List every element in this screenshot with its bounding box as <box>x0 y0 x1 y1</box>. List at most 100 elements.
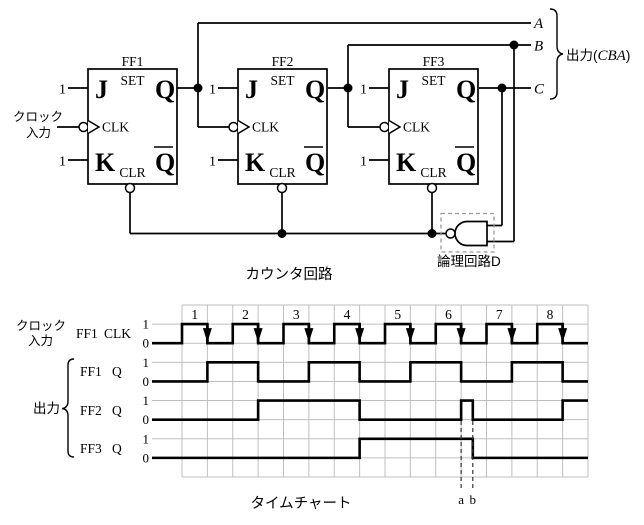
row0-signal-label: CLK <box>104 326 131 341</box>
ff3-clr-label: CLR <box>420 165 446 180</box>
flipflop-ff2: FF2 J SET Q CLK K CLR Q 1 1 <box>209 54 328 194</box>
ff2-k-input-value: 1 <box>209 155 216 170</box>
ff2-name: FF2 <box>272 54 294 69</box>
ff1-clr-label: CLR <box>119 165 145 180</box>
chart-clock-label-line2: 入力 <box>28 334 53 348</box>
ff2-clr-bubble-icon <box>276 182 288 194</box>
timing-grid <box>152 304 589 478</box>
ff2-clk-label: CLK <box>252 120 279 135</box>
nand-gate-logic-circuit-d: 論理回路D <box>437 212 501 269</box>
output-b-label: B <box>534 39 543 55</box>
level-0-label: 0 <box>143 450 150 465</box>
ff3-j-label: J <box>396 75 409 104</box>
output-group-label: 出力(CBA) <box>566 48 630 64</box>
ff1-clk-triangle-icon <box>87 119 101 135</box>
clock-pulse-number: 4 <box>344 307 351 322</box>
marker-a-label: a <box>458 492 464 507</box>
row2-signal-label: Q <box>112 403 122 418</box>
flipflop-ff3: FF3 J SET Q CLK K CLR Q 1 1 <box>360 54 479 194</box>
row0-ff-label: FF1 <box>76 326 98 341</box>
level-1-label: 1 <box>143 393 150 408</box>
clock-pulse-number: 6 <box>445 307 452 322</box>
level-1-label: 1 <box>143 355 150 370</box>
clock-pulse-number: 1 <box>191 307 198 322</box>
ff1-j-input-value: 1 <box>59 83 66 98</box>
circuit-clock-input-label: クロック 入力 <box>13 110 63 140</box>
ff2-j-label: J <box>245 75 258 104</box>
clock-pulse-number: 7 <box>496 307 503 322</box>
ff1-q-label: Q <box>155 75 175 104</box>
level-0-label: 0 <box>143 374 150 389</box>
ff3-k-label: K <box>396 148 417 177</box>
ff3-q-waveform <box>152 437 588 460</box>
ff1-clk-waveform <box>152 322 588 345</box>
ff3-clk-triangle-icon <box>388 119 402 135</box>
row3-ff-label: FF3 <box>80 441 102 456</box>
ff3-k-input-value: 1 <box>360 155 367 170</box>
ff1-clr-bubble-icon <box>124 182 136 194</box>
circuit-wires <box>57 22 531 243</box>
ff1-name: FF1 <box>122 54 144 69</box>
ff1-k-label: K <box>95 148 116 177</box>
ff1-k-input-value: 1 <box>59 155 66 170</box>
ff2-clr-label: CLR <box>269 165 295 180</box>
ff1-j-label: J <box>95 75 108 104</box>
level-1-label: 1 <box>143 317 150 332</box>
nand-gate-body-icon <box>454 220 488 247</box>
marker-b-label: b <box>470 492 477 507</box>
ff2-set-label: SET <box>270 73 295 88</box>
ff3-box <box>388 68 479 185</box>
logic-gate-dashed-outline <box>440 212 495 253</box>
row1-signal-label: Q <box>112 364 122 379</box>
chart-clock-label-line1: クロック <box>16 319 66 333</box>
ff2-k-label: K <box>245 148 266 177</box>
timing-chart-left-labels: クロック 入力 FF1 CLK FF1 Q FF2 Q FF3 Q 出力 <box>16 319 131 458</box>
clock-pulse-number: 3 <box>293 307 300 322</box>
ff1-q-waveform <box>152 361 588 383</box>
ff1-set-label: SET <box>120 73 145 88</box>
circuit-output-labels: A B C 出力(CBA) <box>533 8 630 100</box>
junction-dots <box>193 40 519 238</box>
ff3-clr-bubble-icon <box>426 182 438 194</box>
circuit-caption: カウンタ回路 <box>246 266 333 283</box>
clock-input-text-line2: 入力 <box>26 126 51 140</box>
row3-signal-label: Q <box>112 441 122 456</box>
level-1-label: 1 <box>143 431 150 446</box>
clock-pulse-number: 2 <box>242 307 249 322</box>
ff1-qbar-label: Q <box>155 148 175 177</box>
ff3-set-label: SET <box>421 73 446 88</box>
row2-ff-label: FF2 <box>80 403 102 418</box>
ff3-clk-label: CLK <box>403 120 430 135</box>
ff3-q-label: Q <box>456 75 476 104</box>
ff2-q-label: Q <box>305 75 325 104</box>
clock-input-text-line1: クロック <box>13 110 63 124</box>
ff2-j-input-value: 1 <box>209 83 216 98</box>
ff2-qbar-label: Q <box>305 148 325 177</box>
counter-circuit: FF1 J SET Q CLK K CLR Q 1 1 FF2 J SET Q … <box>13 8 630 283</box>
row1-ff-label: FF1 <box>80 364 102 379</box>
chart-output-group-label: 出力 <box>33 401 60 416</box>
ff1-clk-label: CLK <box>102 120 129 135</box>
level-0-label: 0 <box>143 412 150 427</box>
ff2-clk-bubble-icon <box>228 121 239 133</box>
ff3-clk-bubble-icon <box>379 121 390 133</box>
ff3-name: FF3 <box>423 54 445 69</box>
ff1-clk-bubble-icon <box>78 121 89 133</box>
output-c-label: C <box>534 82 545 98</box>
ff3-j-input-value: 1 <box>360 83 367 98</box>
logic-gate-label: 論理回路D <box>437 254 501 269</box>
ff1-box <box>87 68 178 185</box>
flipflop-ff1: FF1 J SET Q CLK K CLR Q 1 1 <box>59 54 178 194</box>
ff3-qbar-label: Q <box>456 148 476 177</box>
ff2-clk-triangle-icon <box>237 119 251 135</box>
nand-output-bubble-icon <box>445 228 456 239</box>
level-0-label: 0 <box>143 336 150 351</box>
clock-pulse-number: 5 <box>394 307 401 322</box>
output-a-label: A <box>533 16 544 32</box>
output-brace <box>549 8 564 100</box>
clock-pulse-number: 8 <box>547 307 554 322</box>
ff2-box <box>237 68 328 185</box>
